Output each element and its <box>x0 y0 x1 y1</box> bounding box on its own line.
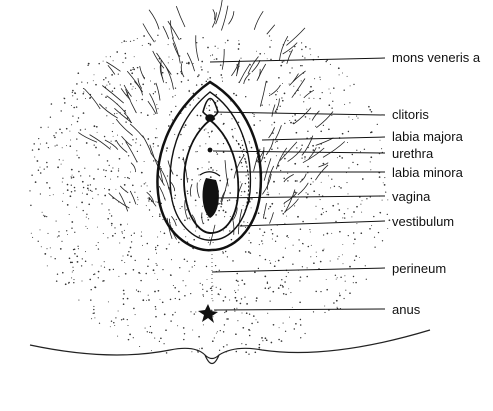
anus-drawing <box>198 304 218 323</box>
label-anus: anus <box>392 302 421 317</box>
pubic-hair-strokes <box>78 0 346 246</box>
label-perineum: perineum <box>392 261 446 276</box>
label-vestibulum: vestibulum <box>392 214 454 229</box>
label-mons-veneris: mons veneris a <box>392 50 481 65</box>
clitoris-drawing <box>202 97 219 122</box>
label-urethra: urethra <box>392 146 434 161</box>
label-labia-minora: labia minora <box>392 165 464 180</box>
vagina-drawing <box>199 171 221 218</box>
label-clitoris: clitoris <box>392 107 429 122</box>
body-outline <box>29 329 431 365</box>
leader-lines <box>209 57 386 311</box>
labia-majora-drawing <box>156 80 263 252</box>
labia-minora-drawing <box>183 118 250 234</box>
label-vagina: vagina <box>392 189 431 204</box>
label-labia-majora: labia majora <box>392 129 464 144</box>
urethra-drawing <box>207 147 213 153</box>
